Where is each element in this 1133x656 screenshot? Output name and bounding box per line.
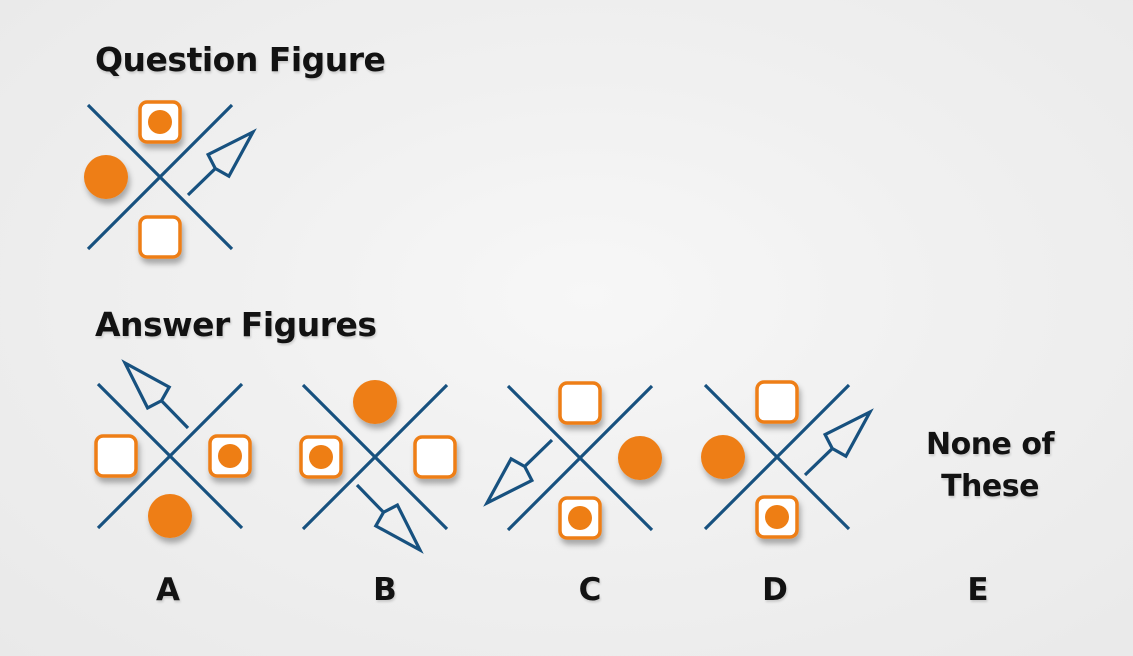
question-title: Question Figure [95,40,386,79]
circle-icon [84,155,128,199]
dot-icon [765,505,789,529]
cross-line-icon [703,383,851,531]
dot-icon [148,110,172,134]
answer-figure-b[interactable] [285,367,465,554]
cross-line-icon [301,383,449,531]
answers-title: Answer Figures [95,305,377,344]
square-icon [755,380,799,424]
cross-line-icon [96,382,244,530]
square-icon [558,381,602,425]
answer-figure-c[interactable] [483,368,670,548]
option-label-e[interactable]: E [967,572,989,608]
arrow-ne-icon [186,128,257,197]
option-label-c[interactable]: C [578,572,602,608]
cross-line-icon [86,103,234,251]
option-label-d[interactable]: D [762,572,788,608]
square-icon [138,215,182,259]
answer-option-none-of-these[interactable]: None of These [925,427,1055,504]
square-icon [94,434,138,478]
arrow-nw-icon [121,359,190,430]
answer-figure-d[interactable] [687,367,874,547]
circle-icon [618,436,662,480]
circle-icon [701,435,745,479]
question-figure [84,100,257,259]
dot-icon [309,445,333,469]
arrow-sw-icon [483,438,554,507]
circle-icon [148,494,192,538]
circle-icon [353,380,397,424]
option-label-b[interactable]: B [373,572,397,608]
option-label-a[interactable]: A [156,572,180,608]
arrow-ne-icon [803,408,874,477]
dot-icon [568,506,592,530]
cross-line-icon [506,384,654,532]
dot-icon [218,444,242,468]
arrow-se-icon [355,483,424,554]
answer-figure-a[interactable] [80,359,260,546]
square-icon [413,435,457,479]
